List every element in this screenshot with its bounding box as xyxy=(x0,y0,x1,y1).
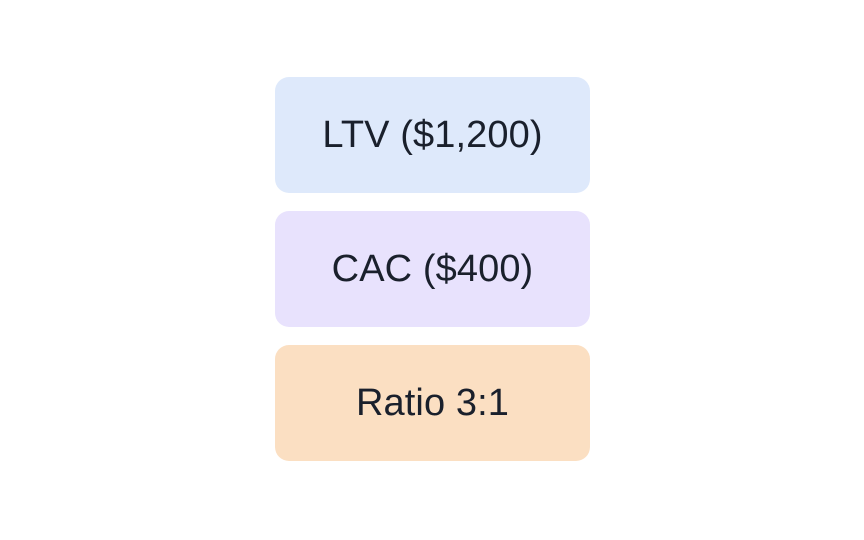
metric-box-cac-label: CAC ($400) xyxy=(331,248,534,290)
metric-box-stack: LTV ($1,200) CAC ($400) Ratio 3:1 xyxy=(275,77,590,461)
metric-box-ltv-label: LTV ($1,200) xyxy=(322,114,543,156)
metric-box-ratio[interactable]: Ratio 3:1 xyxy=(275,345,590,461)
metric-box-cac[interactable]: CAC ($400) xyxy=(275,211,590,327)
metric-box-ltv[interactable]: LTV ($1,200) xyxy=(275,77,590,193)
metric-box-ratio-label: Ratio 3:1 xyxy=(356,382,509,424)
